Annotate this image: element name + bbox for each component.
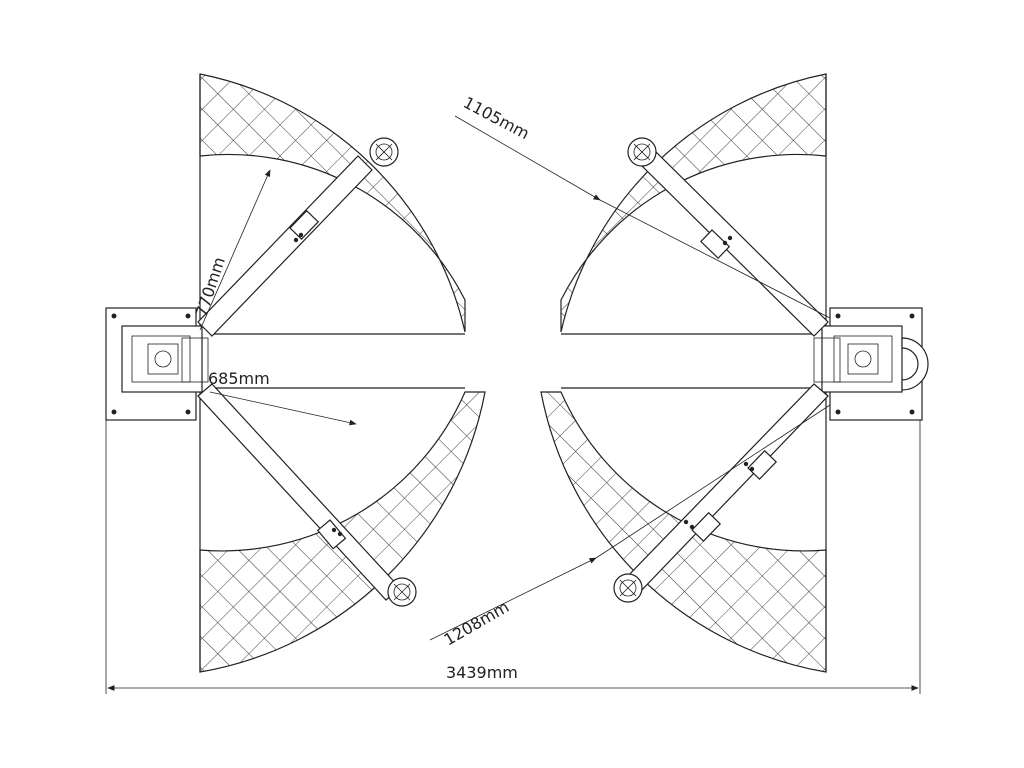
lift-pad-bottom-left bbox=[387, 577, 417, 607]
center-beam bbox=[210, 333, 816, 389]
lift-pad-top-right bbox=[627, 137, 657, 167]
lift-pad-icon bbox=[369, 137, 657, 607]
dim-label-3439: 3439mm bbox=[446, 663, 518, 682]
dim-line-1208 bbox=[429, 557, 597, 641]
dim-line-685 bbox=[209, 391, 357, 426]
lift-post-left-icon bbox=[111, 313, 209, 415]
lift-pad-top-left bbox=[369, 137, 399, 167]
dim-label-1208: 1208mm bbox=[441, 597, 513, 649]
reach-zone-top-right bbox=[560, 73, 827, 333]
dim-label-685: 685mm bbox=[208, 369, 270, 388]
dim-line-770 bbox=[199, 169, 271, 331]
reach-zone-top-left bbox=[199, 73, 466, 333]
lift-arms bbox=[197, 149, 829, 601]
dim-label-1105: 1105mm bbox=[460, 93, 532, 144]
arm-top-right bbox=[639, 149, 829, 337]
reach-zones bbox=[199, 73, 827, 673]
arm-top-left bbox=[197, 155, 373, 337]
dim-line-1105 bbox=[454, 115, 601, 201]
hydraulic-unit-icon bbox=[901, 337, 929, 391]
lift-pad-bottom-right bbox=[613, 573, 643, 603]
dimension-lines bbox=[105, 115, 921, 694]
lift-post-right-icon bbox=[813, 313, 915, 415]
